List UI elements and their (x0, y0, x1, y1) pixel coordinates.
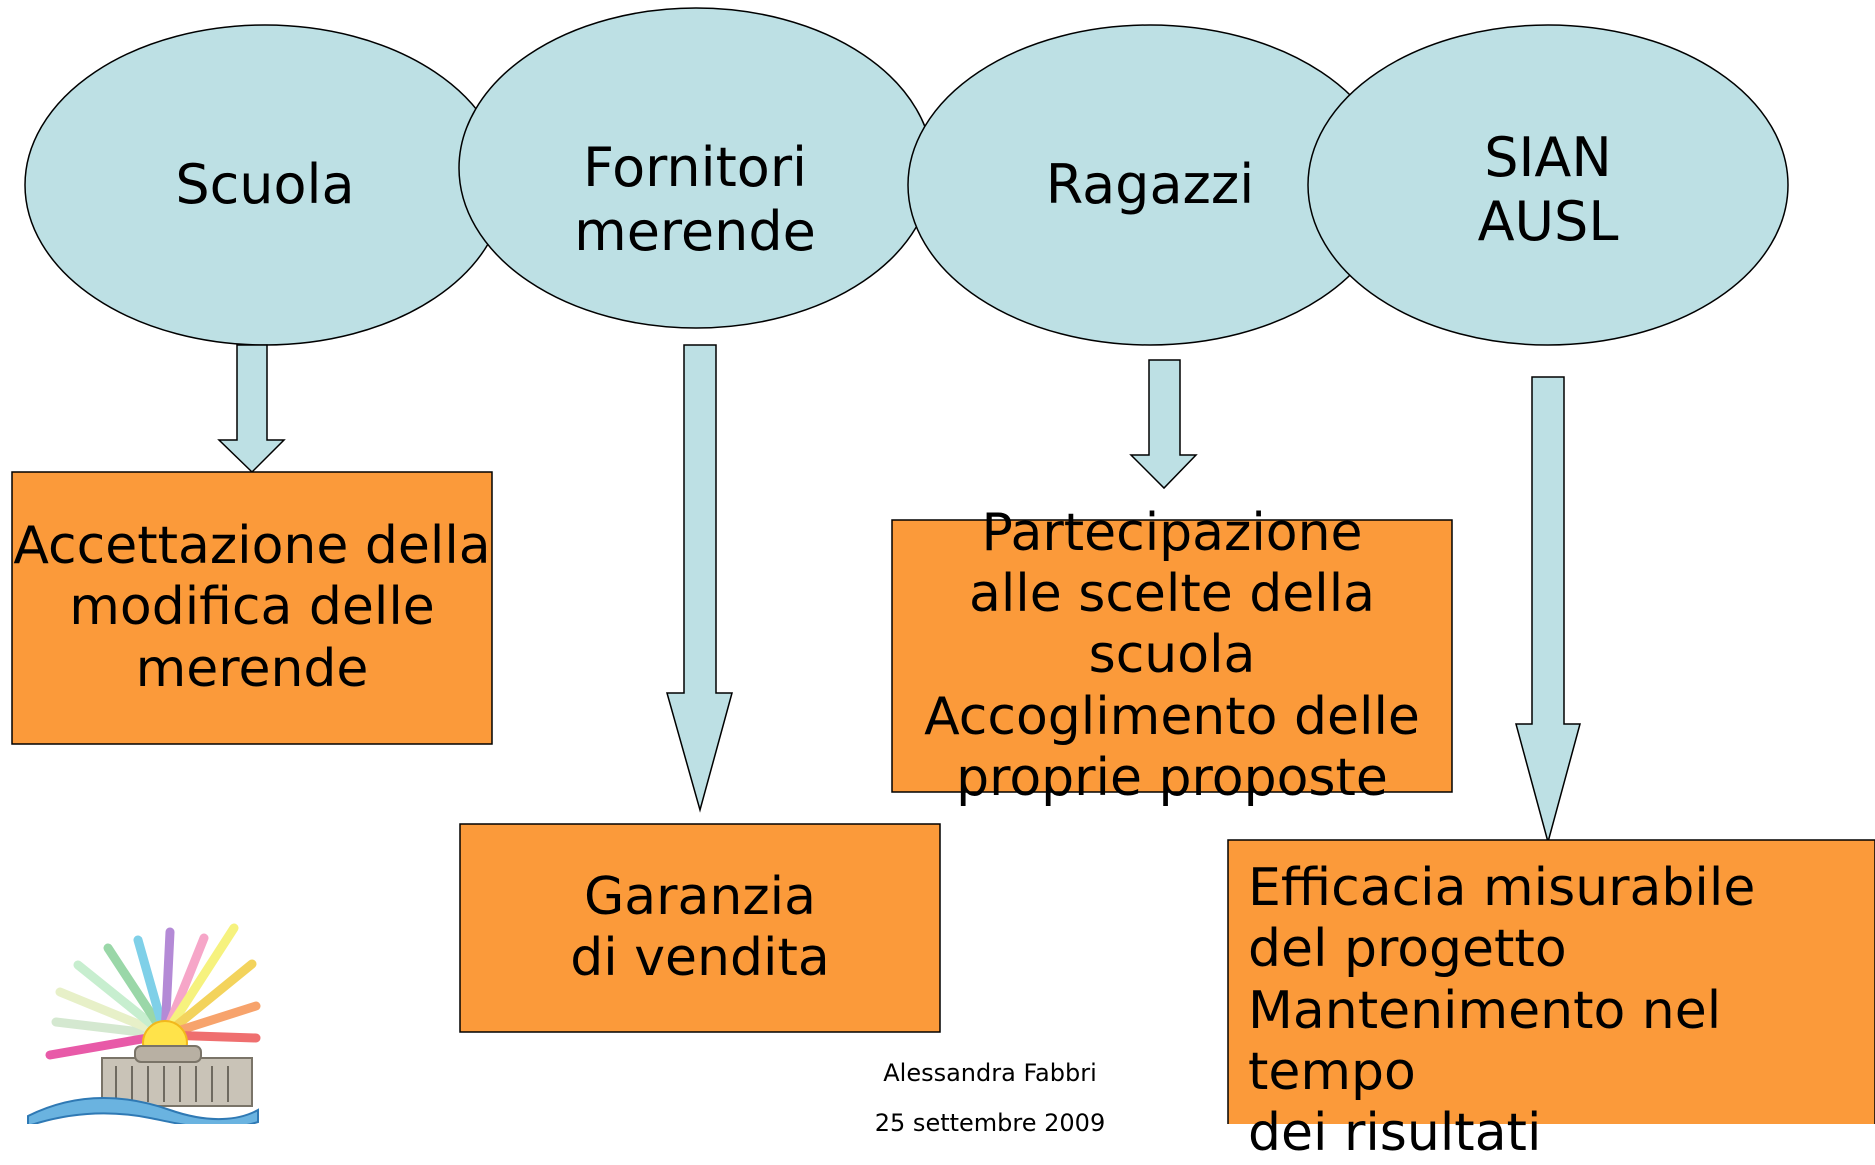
arrow-ragazzi (1129, 359, 1198, 490)
box-label-partecipazione: Partecipazione alle scelte della scuola … (924, 502, 1420, 809)
sunburst-palace-logo (27, 923, 261, 1124)
footer-date: 25 settembre 2009 (874, 1109, 1106, 1137)
arrow-fornitori (666, 344, 733, 813)
box-label-efficacia: Efficacia misurabile del progetto Manten… (1248, 858, 1756, 1164)
ellipse-sian (1307, 24, 1789, 346)
box-efficacia (1227, 839, 1875, 1124)
box-label-garanzia: Garanzia di vendita (570, 866, 830, 988)
ellipse-label-ragazzi: Ragazzi (1045, 153, 1255, 217)
ellipse-label-sian: SIAN AUSL (1477, 126, 1619, 253)
arrow-scuola (217, 344, 286, 474)
box-garanzia (459, 823, 941, 1033)
ellipse-label-fornitori: Fornitori merende (574, 136, 816, 263)
box-label-accettazione: Accettazione della modifica delle merend… (13, 515, 491, 699)
box-partecipazione (891, 519, 1453, 793)
box-accettazione (11, 471, 493, 745)
footer-author: Alessandra Fabbri (883, 1059, 1097, 1087)
arrow-sian (1515, 376, 1581, 845)
diagram-canvas: Scuola Fornitori merende Ragazzi SIAN AU… (11, 7, 1875, 1164)
ellipse-label-scuola: Scuola (175, 153, 355, 217)
